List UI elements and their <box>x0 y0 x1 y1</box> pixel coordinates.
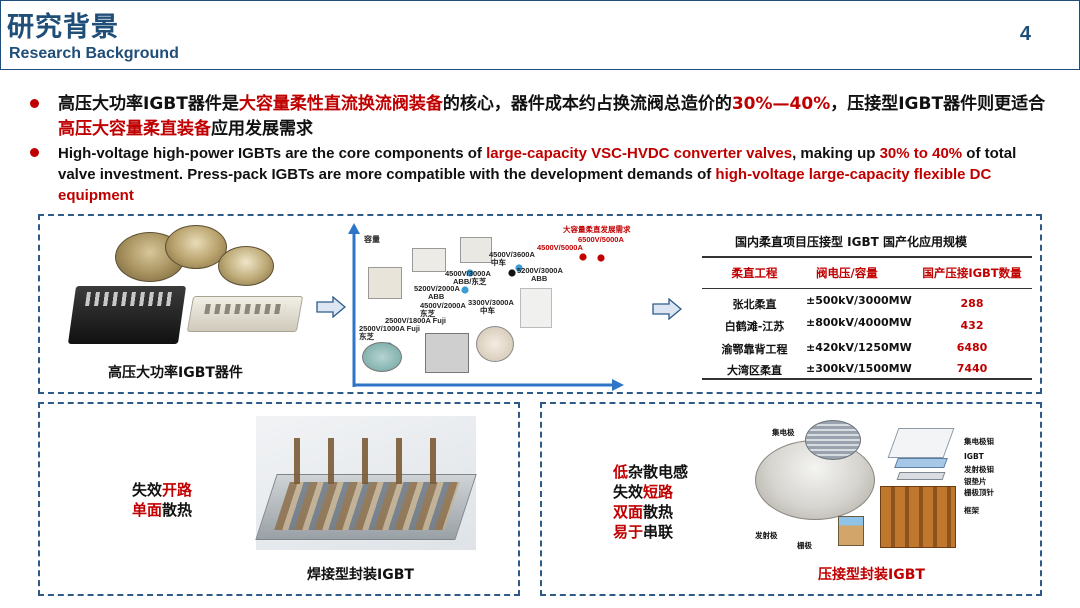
igbt-layer <box>894 458 948 468</box>
press-pack-disc-image <box>218 246 274 286</box>
table-cell: 288 <box>960 297 984 310</box>
welded-panel <box>38 402 520 596</box>
table-cell: 张北柔直 <box>732 298 777 311</box>
label-igbt: IGBT <box>964 452 984 461</box>
chart-point <box>461 286 469 294</box>
presspack-feature: 低杂散电感 <box>613 463 689 481</box>
presspack-panel <box>540 402 1042 596</box>
welded-chips-image <box>274 482 460 530</box>
chart-point <box>579 253 587 261</box>
label-collector: 集电极 <box>772 428 795 437</box>
chart-y-axis-arrow <box>348 223 360 234</box>
chart-annotation: 大容量柔直发展需求 <box>563 225 631 234</box>
chart-device-thumb <box>460 237 492 263</box>
welded-module-slots-image <box>204 304 286 314</box>
label-gate: 栅极 <box>797 541 812 550</box>
bullet-en: High-voltage high-power IGBTs are the co… <box>30 143 1050 206</box>
bullet-cn: 高压大功率IGBT器件是大容量柔性直流换流阀装备的核心，器件成本约占换流阀总造价… <box>30 92 1050 142</box>
label-silver-pad: 银垫片 <box>964 477 987 486</box>
devices-caption: 高压大功率IGBT器件 <box>108 365 243 381</box>
table-rule <box>702 288 1032 289</box>
table-cell: 7440 <box>956 362 988 375</box>
chart-device-thumb <box>425 333 469 373</box>
welded-caption: 焊接型封装IGBT <box>307 567 414 583</box>
chart-device-thumb <box>368 267 402 299</box>
chart-device-thumb <box>362 342 402 372</box>
table-header: 柔直工程 <box>731 266 778 280</box>
chart-point <box>508 269 516 277</box>
label-collector-mo: 集电极钼 <box>964 437 994 446</box>
presspack-feature: 易于串联 <box>613 523 674 541</box>
slide-header: 研究背景 Research Background 4 <box>0 0 1080 70</box>
table-cell: ±800kV/4000MW <box>806 316 912 329</box>
bullet-dot-icon <box>30 148 39 157</box>
table-rule <box>702 256 1032 258</box>
page-number: 4 <box>1019 23 1031 45</box>
slide-title-cn: 研究背景 <box>7 12 119 43</box>
presspack-feature: 失效短路 <box>613 483 674 501</box>
presspack-wafer <box>805 420 861 460</box>
press-pack-disc-image <box>165 225 227 269</box>
table-rule <box>702 378 1032 380</box>
chart-point-label: 4500V/5000A <box>537 243 583 252</box>
welded-features: 失效开路 单面散热 <box>132 480 192 520</box>
chart-point-label: 2500V/1800A Fuji <box>385 316 447 325</box>
arrow-right-icon <box>652 298 682 320</box>
chart-point <box>466 269 474 277</box>
chart-device-thumb <box>476 326 514 362</box>
bullet-en-text: High-voltage high-power IGBTs are the co… <box>58 145 1017 204</box>
table-cell: 432 <box>960 319 984 332</box>
welded-terminals-image <box>294 438 444 484</box>
label-gate-pin: 栅极顶针 <box>964 488 994 497</box>
module-pins-image <box>85 292 173 306</box>
bullet-cn-text: 高压大功率IGBT器件是大容量柔性直流换流阀装备的核心，器件成本约占换流阀总造价… <box>58 94 1046 139</box>
table-cell: 渝鄂靠背工程 <box>721 343 788 356</box>
table-cell: ±500kV/3000MW <box>806 294 912 307</box>
presspack-caption: 压接型封装IGBT <box>818 567 925 583</box>
table-cell: 大湾区柔直 <box>727 364 782 377</box>
welded-igbt-image <box>255 416 477 550</box>
collector-mo-layer <box>887 428 955 458</box>
chart-device-thumb <box>412 248 446 272</box>
chart-point <box>515 264 523 272</box>
presspack-chip-stack <box>838 516 864 546</box>
chart-device-thumb <box>520 288 552 328</box>
table-cell: ±420kV/1250MW <box>806 341 912 354</box>
frame-layer <box>880 486 956 548</box>
welded-feature: 失效开路 <box>132 481 193 499</box>
presspack-disc-body <box>755 440 875 520</box>
label-frame: 框架 <box>964 506 979 515</box>
label-emitter: 发射极 <box>755 531 778 540</box>
table-cell: 白鹤滩-江苏 <box>724 320 785 333</box>
chart-point <box>597 254 605 262</box>
emitter-mo-layer <box>896 472 946 480</box>
chart-point-label: 6500V/5000A <box>578 235 624 244</box>
table-cell: 6480 <box>956 341 988 354</box>
table-header: 国产压接IGBT数量 <box>922 266 1022 280</box>
chart-ylabel: 容量 <box>364 235 380 244</box>
presspack-features: 低杂散电感 失效短路 双面散热 易于串联 <box>613 462 688 542</box>
table-title: 国内柔直项目压接型 IGBT 国产化应用规模 <box>735 235 968 249</box>
slide-title-en: Research Background <box>9 45 179 62</box>
presspack-feature: 双面散热 <box>613 503 674 521</box>
top-panel <box>38 214 1042 394</box>
arrow-right-icon <box>316 296 346 318</box>
bullet-dot-icon <box>30 99 39 108</box>
table-cell: ±300kV/1500MW <box>806 362 912 375</box>
chart-x-axis-arrow <box>612 379 624 391</box>
label-emitter-mo: 发射极钼 <box>964 465 994 474</box>
table-header: 阀电压/容量 <box>816 266 878 280</box>
welded-feature: 单面散热 <box>132 501 193 519</box>
welded-module-image <box>186 296 304 332</box>
